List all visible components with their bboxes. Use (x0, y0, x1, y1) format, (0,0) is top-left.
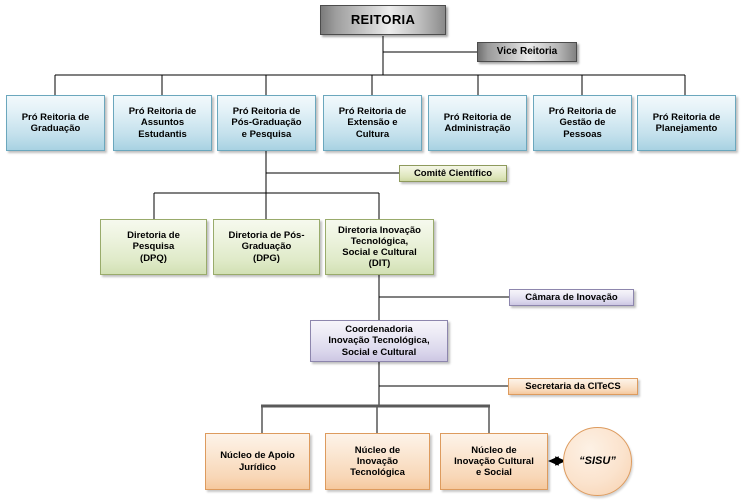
node-comite-cientifico[interactable]: Comitê Científico (399, 165, 507, 182)
node-pro-reitoria-planejamento[interactable]: Pró Reitoria de Planejamento (637, 95, 736, 151)
node-diretoria-pesquisa[interactable]: Diretoria de Pesquisa (DPQ) (100, 219, 207, 275)
node-camara-inovacao[interactable]: Câmara de Inovação (509, 289, 634, 306)
node-pro-reitoria-gestao-pessoas[interactable]: Pró Reitoria de Gestão de Pessoas (533, 95, 632, 151)
node-pro-reitoria-administracao[interactable]: Pró Reitoria de Administração (428, 95, 527, 151)
node-reitoria[interactable]: REITORIA (320, 5, 446, 35)
node-nucleo-inovacao-cultural-social[interactable]: Núcleo de Inovação Cultural e Social (440, 433, 548, 490)
node-diretoria-inovacao-tecnologica-social-cultural[interactable]: Diretoria Inovação Tecnológica, Social e… (325, 219, 434, 275)
arrow-nucleo-sisu (548, 456, 566, 466)
node-secretaria-citecs[interactable]: Secretaria da CITeCS (508, 378, 638, 395)
node-pro-reitoria-graduacao[interactable]: Pró Reitoria de Graduação (6, 95, 105, 151)
node-pro-reitoria-pos-graduacao-pesquisa[interactable]: Pró Reitoria de Pós-Graduação e Pesquisa (217, 95, 316, 151)
node-pro-reitoria-extensao-cultura[interactable]: Pró Reitoria de Extensão e Cultura (323, 95, 422, 151)
node-sisu[interactable]: “SISU” (563, 427, 632, 496)
node-nucleo-inovacao-tecnologica[interactable]: Núcleo de Inovação Tecnológica (325, 433, 430, 490)
node-coordenadoria-inovacao[interactable]: Coordenadoria Inovação Tecnológica, Soci… (310, 320, 448, 362)
node-pro-reitoria-assuntos-estudantis[interactable]: Pró Reitoria de Assuntos Estudantis (113, 95, 212, 151)
node-vice-reitoria[interactable]: Vice Reitoria (477, 42, 577, 62)
node-diretoria-pos-graduacao[interactable]: Diretoria de Pós- Graduação (DPG) (213, 219, 320, 275)
node-nucleo-apoio-juridico[interactable]: Núcleo de Apoio Jurídico (205, 433, 310, 490)
